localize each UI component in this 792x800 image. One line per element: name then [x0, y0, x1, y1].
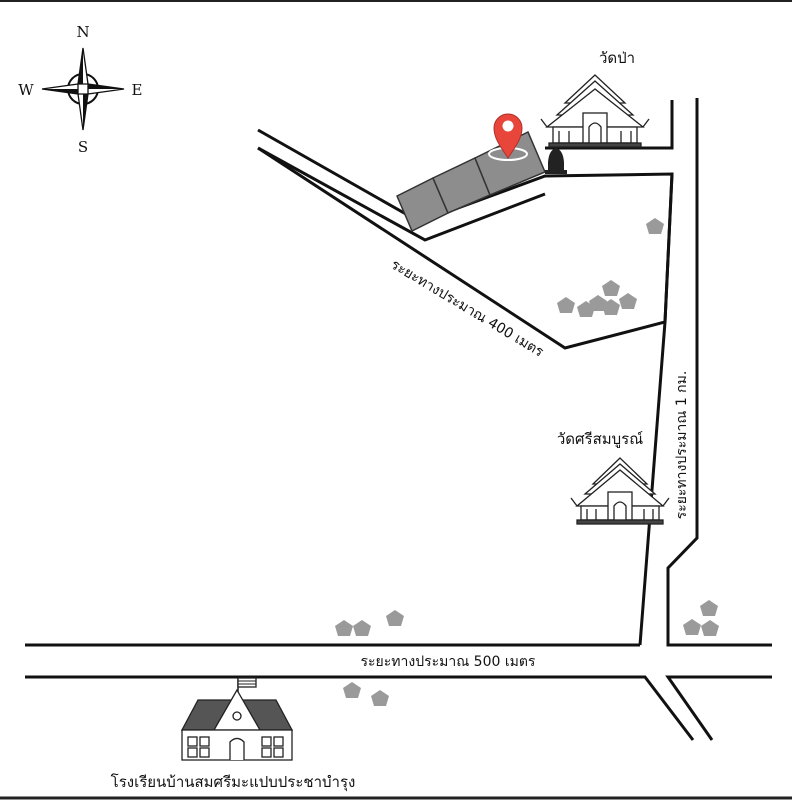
tree-icon — [602, 280, 620, 296]
vertical-road-edge-left — [638, 173, 674, 646]
trees — [335, 218, 719, 706]
tree-icon — [700, 600, 718, 616]
vertical-road-edge-right — [666, 98, 772, 647]
tree-icon — [557, 297, 575, 313]
horizontal-road-bottom-right — [665, 675, 772, 741]
horizontal-road-bottom-left — [25, 675, 695, 741]
diagonal-road-edge-bottom — [257, 146, 546, 242]
flag-icon — [237, 677, 257, 688]
roads — [25, 98, 772, 741]
compass-south-label: S — [78, 138, 88, 156]
compass-east-label: E — [132, 81, 143, 99]
tree-icon — [646, 218, 664, 234]
tree-icon — [619, 293, 637, 309]
location-pin-icon — [488, 113, 528, 161]
compass-west-label: W — [18, 81, 34, 99]
temple-icon-wat-pa — [540, 74, 650, 148]
tree-icon — [701, 620, 719, 636]
wat-pa-label: วัดป่า — [599, 49, 635, 67]
wat-pa-enclosure — [545, 100, 674, 150]
wat-si-sombun-label: วัดศรีสมบูรณ์ — [557, 430, 643, 448]
diagonal-road-label: ระยะทางประมาณ 400 เมตร — [388, 257, 547, 361]
tree-icon — [386, 610, 404, 626]
tree-icon — [589, 295, 607, 311]
temple-icon-wat-si-sombun — [570, 457, 670, 525]
tree-icon — [335, 620, 353, 636]
tree-icon — [683, 619, 701, 635]
tree-icon — [602, 299, 620, 315]
compass-rose-icon: N S W E — [18, 23, 142, 156]
target-buildings — [396, 130, 546, 233]
compass-north-label: N — [76, 23, 89, 41]
horizontal-road-label: ระยะทางประมาณ 500 เมตร — [361, 654, 536, 670]
school-label: โรงเรียนบ้านสมศรีมะแปบประชาบำรุง — [111, 773, 356, 792]
vertical-road-label: ระยะทางประมาณ 1 กม. — [674, 371, 690, 520]
tree-icon — [353, 620, 371, 636]
school-icon — [180, 677, 294, 761]
tree-icon — [343, 682, 361, 698]
tree-icon — [371, 690, 389, 706]
